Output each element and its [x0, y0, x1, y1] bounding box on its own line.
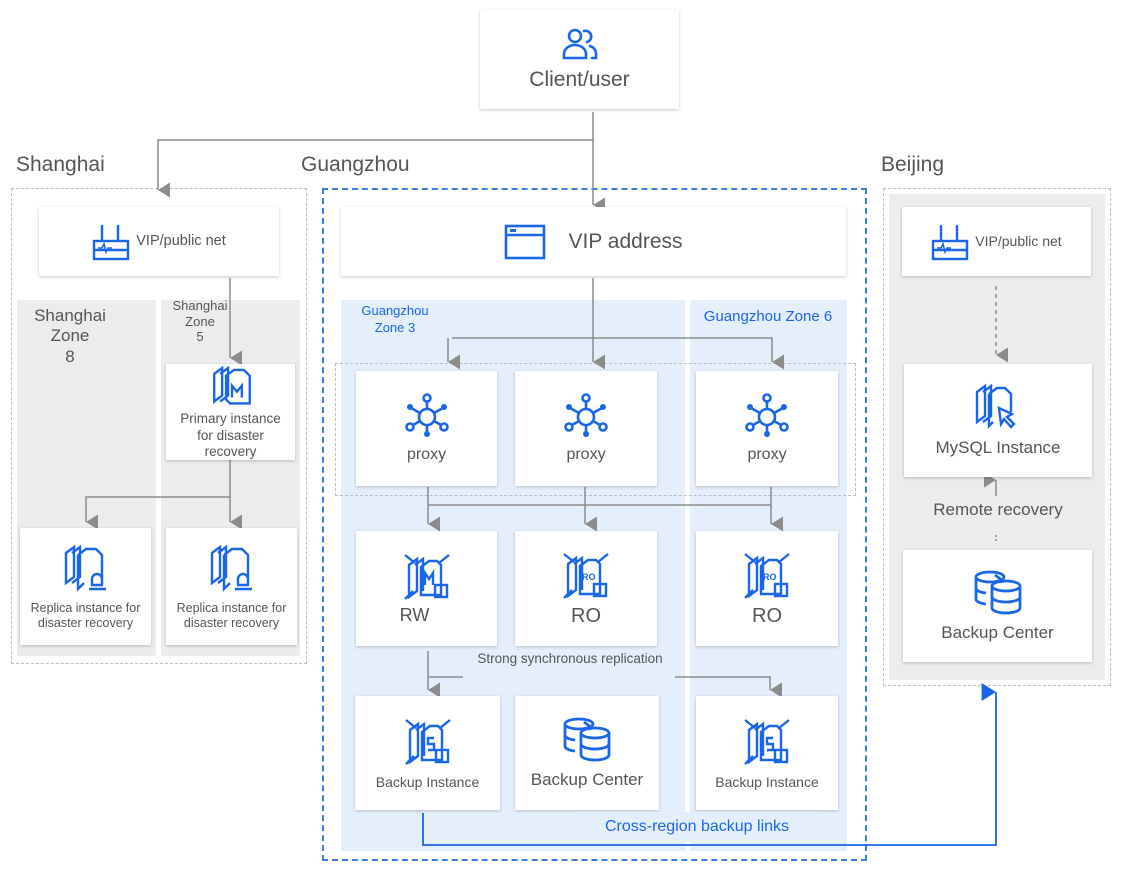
gz-backup-center-card[interactable]: Backup Center [515, 696, 659, 810]
shanghai-replica-right-label: Replica instance for disaster recovery [176, 600, 287, 630]
db-node-ro-1[interactable]: RO RO [515, 531, 657, 646]
shanghai-replica-right-card[interactable]: Replica instance for disaster recovery [166, 528, 297, 645]
db-node-ro-2-label: RO [752, 604, 782, 627]
proxy-card-1[interactable]: proxy [356, 371, 497, 486]
beijing-mysql-label: MySQL Instance [935, 438, 1061, 458]
beijing-region [883, 188, 1111, 686]
master-db-icon [403, 553, 450, 600]
shanghai-primary-label: Primary instance for disaster recovery [180, 411, 281, 459]
line-client-shanghai [157, 112, 594, 198]
client-card[interactable]: Client/user [480, 10, 679, 109]
proxy-card-2[interactable]: proxy [515, 371, 657, 486]
proxy-card-3[interactable]: proxy [696, 371, 838, 486]
client-label: Client/user [529, 67, 630, 91]
primary-instance-icon [212, 365, 251, 405]
beijing-vip-card[interactable]: VIP/public net [902, 207, 1091, 276]
guangzhou-vip-card[interactable]: VIP address [341, 207, 846, 276]
guangzhou-region [322, 188, 867, 861]
zone-label-shanghai-5: Shanghai Zone 5 [172, 298, 228, 345]
beijing-backup-center-card[interactable]: Backup Center [903, 550, 1092, 662]
beijing-vip-label: VIP/public net [975, 233, 1062, 250]
shanghai-replica-left-label: Replica instance for disaster recovery [30, 600, 141, 630]
shanghai-vip-card[interactable]: VIP/public net [39, 207, 279, 276]
gz-backup-center-label: Backup Center [530, 769, 644, 789]
database-backup-icon [563, 717, 611, 762]
shanghai-vip-label: VIP/public net [136, 232, 226, 249]
guangzhou-vip-label: VIP address [568, 229, 683, 253]
svg-text:RO: RO [582, 572, 596, 582]
proxy-label-3: proxy [747, 445, 787, 463]
backup-instance-right-label: Backup Instance [715, 773, 819, 790]
db-node-ro-1-label: RO [571, 604, 601, 627]
proxy-hub-icon [404, 393, 449, 437]
backup-instance-left-label: Backup Instance [375, 773, 480, 790]
shanghai-primary-card[interactable]: Primary instance for disaster recovery [166, 364, 295, 460]
region-title-guangzhou: Guangzhou [301, 153, 410, 176]
router-icon [93, 224, 130, 260]
zone-label-guangzhou-3: Guangzhou Zone 3 [361, 303, 429, 335]
region-title-shanghai: Shanghai [16, 153, 105, 176]
db-node-rw-label: RW [399, 604, 430, 625]
replica-instance-icon [64, 544, 106, 592]
proxy-hub-icon [564, 393, 608, 437]
mysql-instance-icon [975, 383, 1016, 430]
cross-region-backup-label: Cross-region backup links [572, 812, 822, 842]
remote-recovery-label: Remote recovery [933, 500, 1063, 519]
backup-instance-icon [404, 718, 451, 765]
db-node-rw[interactable]: RW [356, 531, 497, 646]
proxy-label-2: proxy [566, 445, 606, 463]
shanghai-replica-left-card[interactable]: Replica instance for disaster recovery [20, 528, 151, 645]
users-icon [562, 28, 597, 60]
beijing-backup-center-label: Backup Center [941, 622, 1054, 642]
zone-label-shanghai-8: Shanghai Zone 8 [34, 306, 106, 366]
zone-label-guangzhou-6: Guangzhou Zone 6 [703, 308, 833, 325]
backup-instance-icon [744, 718, 790, 765]
svg-text:RO: RO [763, 572, 777, 582]
db-node-ro-2[interactable]: RO RO [696, 531, 838, 646]
readonly-db-icon: RO [744, 552, 790, 599]
browser-window-icon [505, 224, 546, 259]
database-backup-icon [974, 570, 1021, 615]
proxy-label-1: proxy [406, 445, 447, 463]
readonly-db-icon: RO [563, 552, 609, 599]
proxy-hub-icon [745, 393, 789, 437]
sync-replication-label: Strong synchronous replication [470, 651, 670, 668]
backup-instance-left-card[interactable]: Backup Instance [355, 696, 500, 810]
backup-instance-right-card[interactable]: Backup Instance [696, 696, 838, 810]
replica-instance-icon [210, 544, 252, 592]
beijing-mysql-card[interactable]: MySQL Instance [904, 364, 1092, 477]
region-title-beijing: Beijing [881, 153, 945, 176]
router-icon [932, 224, 969, 260]
